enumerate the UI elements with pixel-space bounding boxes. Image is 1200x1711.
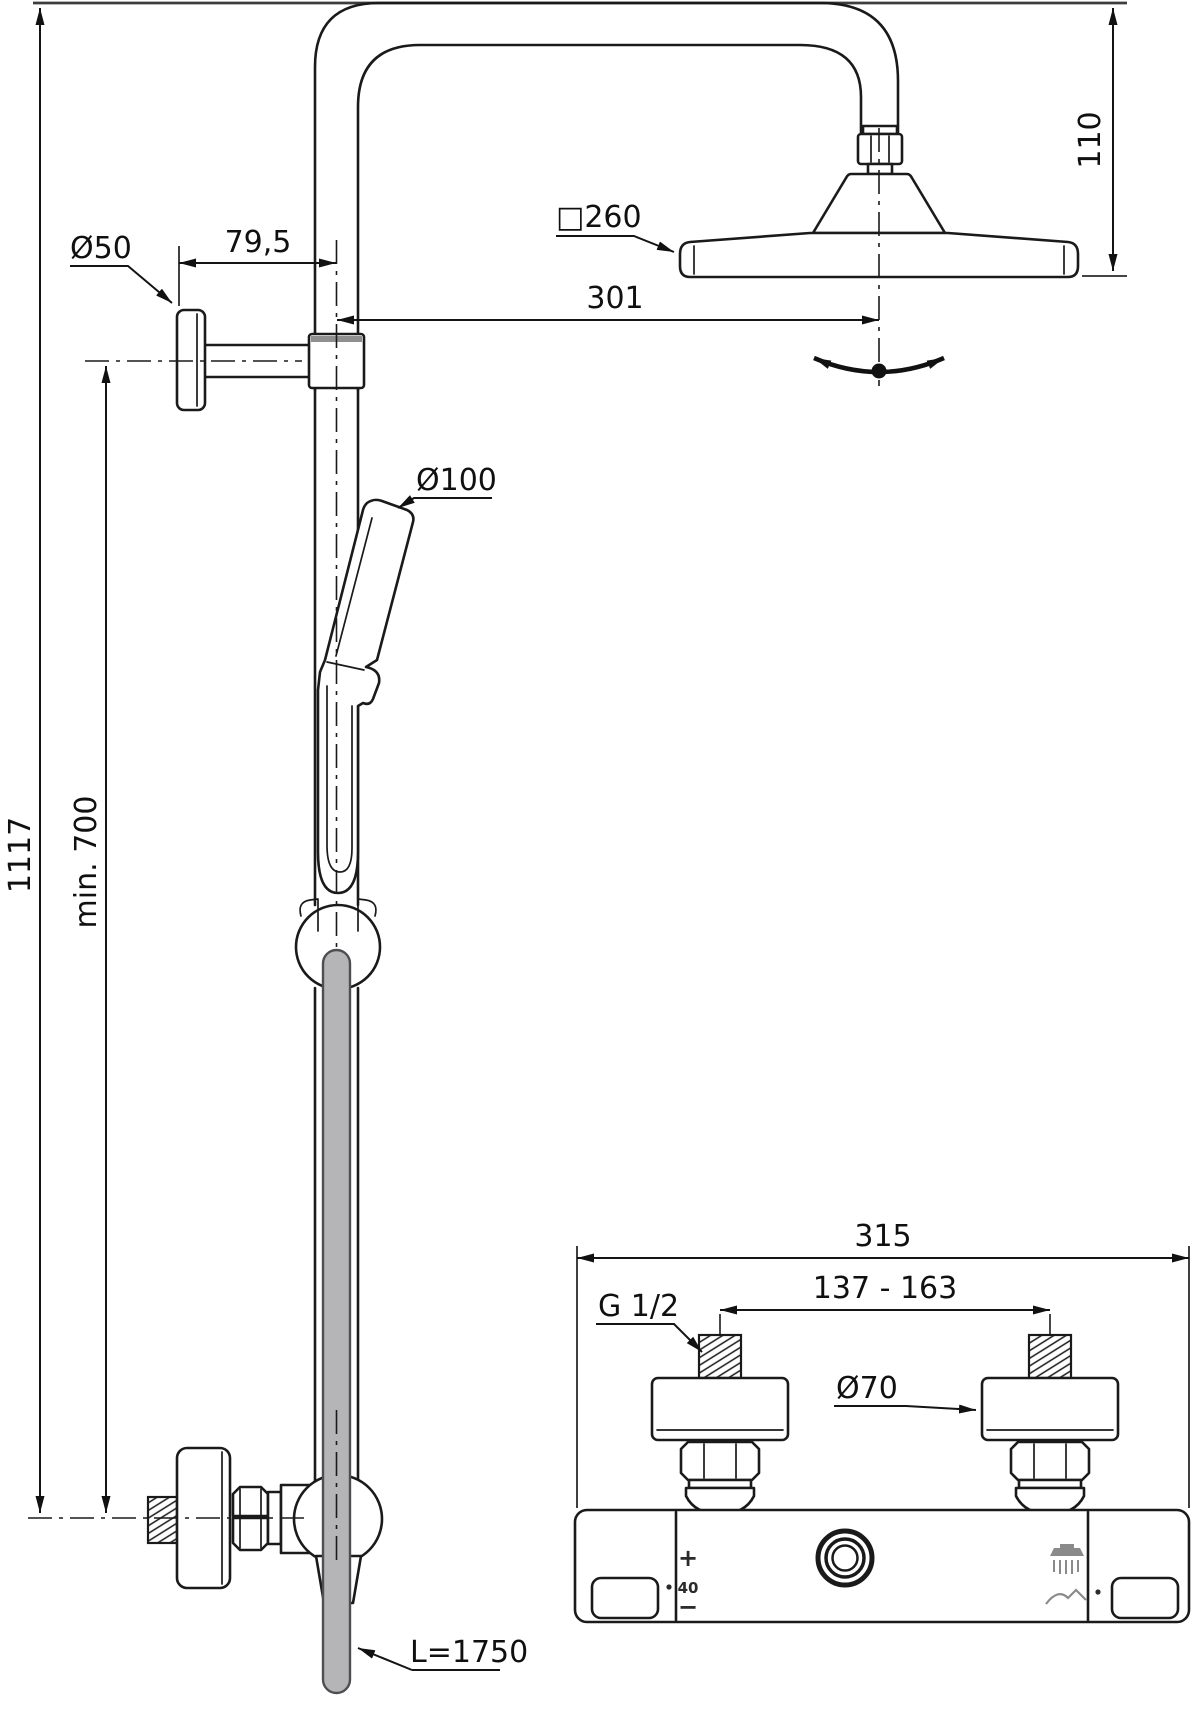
temp-minus-mark: −	[678, 1593, 698, 1621]
hand-shower-outline	[316, 498, 415, 895]
handshower-diameter-leader	[397, 495, 492, 509]
head-stem	[866, 162, 894, 176]
inlet-right-escutcheon	[980, 1376, 1120, 1442]
temp-stop-dot	[666, 1584, 672, 1590]
head-swivel-indicator	[813, 355, 945, 379]
mode-dot	[1095, 1589, 1101, 1595]
shower-spray-icon-rose	[1050, 1548, 1084, 1556]
handshower-diameter-label: Ø100	[416, 463, 497, 498]
riser-pipe-inner	[356, 43, 863, 392]
elbow-hex-nut-lower	[231, 1516, 270, 1552]
dim-inlet-distance-label: 137 - 163	[813, 1271, 957, 1306]
dim-overall-height: 1117	[3, 8, 45, 1513]
bracket-diameter-leader	[70, 265, 173, 304]
stream-wave-icon	[1045, 1588, 1087, 1605]
hand-shower-face-line	[335, 517, 373, 657]
mixer-right-grip-tab	[1110, 1576, 1180, 1620]
dim-mixer-width: 315	[576, 1219, 1190, 1508]
inlet-left-escutcheon	[650, 1376, 790, 1442]
dim-mixer-width-label: 315	[854, 1219, 911, 1254]
lower-rail	[313, 986, 360, 1485]
shower-spray-icon-jets	[1053, 1560, 1079, 1574]
dim-min-mount-height: min. 700	[69, 366, 111, 1513]
shower-spray-icon	[1050, 1544, 1084, 1574]
dim-bracket-diameter: Ø50	[70, 231, 173, 304]
holder-clamp-right	[357, 898, 377, 917]
head-size-label: □260	[556, 200, 642, 235]
head-size-leader	[556, 235, 675, 253]
riser-pipe-outer	[313, 1, 900, 392]
mixer-left-grip-tab	[590, 1576, 660, 1620]
elbow-thread-nipple	[146, 1495, 179, 1545]
dim-overall-height-label: 1117	[3, 817, 38, 893]
dim-hose-length: L=1750	[358, 1635, 528, 1671]
dim-escutcheon-diameter: Ø70	[834, 1371, 977, 1414]
inlet-right-thread-stub	[1027, 1333, 1073, 1380]
mixer-body	[573, 1508, 1191, 1624]
temp-plus-mark: +	[678, 1544, 698, 1572]
temp-40-mark: 40	[678, 1579, 699, 1597]
dim-bracket-offset-label: 79,5	[225, 225, 292, 260]
hand-shower-neck-line	[326, 661, 365, 671]
hose-length-label: L=1750	[410, 1635, 528, 1670]
inlet-thread-leader	[596, 1323, 703, 1353]
dim-head-clearance-label: 110	[1073, 111, 1108, 168]
dim-head-size: □260	[556, 200, 675, 253]
hand-shower-handle-inner	[326, 685, 353, 873]
bracket-flange	[175, 308, 207, 412]
inlet-thread-label: G 1/2	[598, 1289, 679, 1324]
holder-clamp-left	[299, 898, 319, 917]
swivel-pivot-dot	[871, 363, 887, 379]
mixer-emblem-ring-mid	[824, 1537, 866, 1579]
inlet-left-thread-stub	[697, 1333, 743, 1380]
shower-hose	[321, 948, 352, 1695]
thermostatic-mixer: + 40 −	[573, 1333, 1191, 1624]
dim-inlet-distance: 137 - 163	[720, 1271, 1050, 1315]
dim-min-height-label: min. 700	[69, 796, 104, 929]
dim-head-clearance: 110	[1073, 8, 1127, 277]
dim-handshower-diameter: Ø100	[397, 463, 497, 509]
head-connector-nut	[856, 132, 904, 166]
riser-pipe	[313, 1, 900, 907]
mixer-emblem-ring-outer	[815, 1528, 875, 1588]
dim-head-offset-label: 301	[586, 281, 643, 316]
inlet-left-hex-nut	[679, 1440, 761, 1482]
elbow-hex-nut-upper	[231, 1485, 270, 1518]
shower-spray-icon-stem	[1060, 1544, 1074, 1548]
hand-shower	[316, 498, 415, 895]
dim-head-offset: 301	[337, 281, 879, 325]
inlet-right-hex-nut	[1009, 1440, 1091, 1482]
escutcheon-diameter-label: Ø70	[836, 1371, 898, 1406]
mixer-emblem-ring-inner	[831, 1544, 859, 1572]
bracket-diameter-label: Ø50	[70, 231, 132, 266]
dim-inlet-thread: G 1/2	[596, 1289, 703, 1353]
escutcheon-diameter-leader	[834, 1404, 977, 1414]
hose-body	[321, 948, 352, 1695]
dim-bracket-offset: 79,5	[178, 225, 336, 306]
hose-length-leader	[358, 1648, 500, 1671]
